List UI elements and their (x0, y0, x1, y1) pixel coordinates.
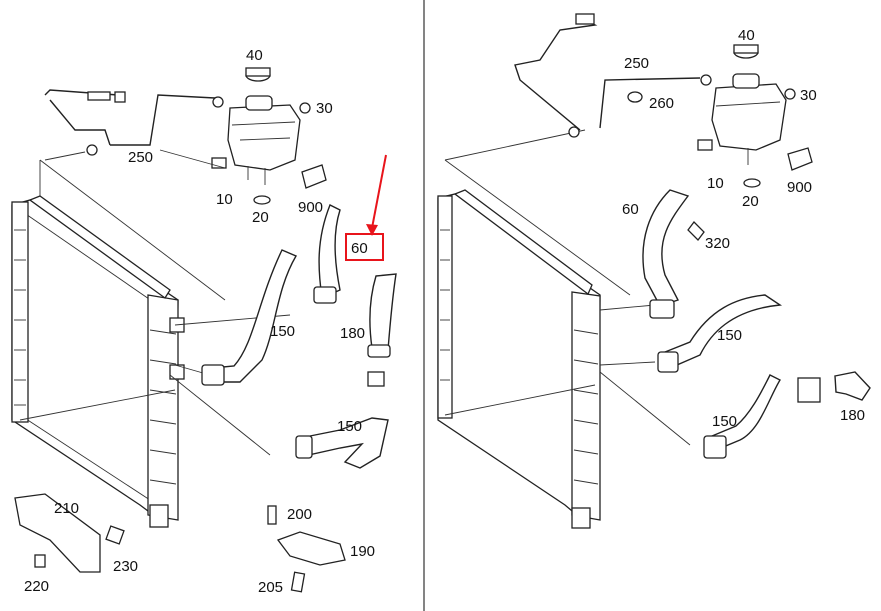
label-900-left: 900 (298, 199, 323, 216)
label-40-left: 40 (246, 47, 263, 64)
label-60-right: 60 (622, 201, 639, 218)
label-900-right: 900 (787, 179, 812, 196)
label-30-right: 30 (800, 87, 817, 104)
label-250-left: 250 (128, 149, 153, 166)
cap-40-left (245, 67, 271, 82)
pipe-250-right (514, 13, 712, 138)
label-220-left: 220 (24, 578, 49, 595)
connector-left (367, 371, 385, 387)
highlight-box (345, 233, 384, 261)
label-260-right: 260 (649, 95, 674, 112)
clip-30-right (784, 88, 796, 100)
hose-180-left (369, 273, 397, 351)
label-30-left: 30 (316, 100, 333, 117)
label-tag-900-right (787, 147, 813, 171)
label-150-upper-left: 150 (270, 323, 295, 340)
expansion-tank-left (211, 95, 301, 185)
bracket-190-left (276, 531, 346, 566)
label-10-right: 10 (707, 175, 724, 192)
label-150-lower-right: 150 (712, 413, 737, 430)
label-320-right: 320 (705, 235, 730, 252)
clip-30-left (299, 102, 311, 114)
label-200-left: 200 (287, 506, 312, 523)
hose-150-lower-left (299, 417, 389, 469)
cap-40-right (733, 44, 759, 59)
highlight-arrow (371, 154, 387, 229)
radiator-left (11, 159, 291, 528)
clamp-260-right (627, 91, 643, 103)
screw-220-left (34, 554, 46, 568)
bolt-200-left (267, 505, 277, 525)
label-60-left: 60 (351, 240, 368, 257)
label-20-left: 20 (252, 209, 269, 226)
label-250-right: 250 (624, 55, 649, 72)
label-230-left: 230 (113, 558, 138, 575)
hose-60-right (642, 189, 690, 307)
label-10-left: 10 (216, 191, 233, 208)
label-20-right: 20 (742, 193, 759, 210)
hose-180-right (834, 371, 871, 401)
expansion-tank-right (697, 73, 787, 165)
label-40-right: 40 (738, 27, 755, 44)
seal-20-right (743, 178, 761, 188)
bracket-210-left (14, 493, 101, 573)
highlight-arrowhead (366, 224, 378, 236)
label-205-left: 205 (258, 579, 283, 596)
connector-right (797, 377, 821, 403)
left-panel: 250 40 30 10 20 900 (11, 47, 397, 596)
right-panel: 250 260 40 30 10 20 900 60 320 150 (437, 13, 871, 529)
seal-20-left (253, 195, 271, 205)
label-150-lower-left: 150 (337, 418, 362, 435)
hose-60-left (318, 204, 341, 300)
label-190-left: 190 (350, 543, 375, 560)
hose-150-upper-right (664, 294, 783, 369)
label-180-right: 180 (840, 407, 865, 424)
nut-230-left (105, 525, 125, 545)
clip-205-left (290, 571, 306, 593)
clamp-320-right (687, 221, 705, 241)
label-210-left: 210 (54, 500, 79, 517)
label-tag-900-left (301, 164, 327, 189)
label-180-left: 180 (340, 325, 365, 342)
label-150-upper-right: 150 (717, 327, 742, 344)
pipe-250-left (44, 89, 224, 156)
hose-150-lower-right (711, 374, 781, 451)
radiator-right (437, 129, 691, 529)
